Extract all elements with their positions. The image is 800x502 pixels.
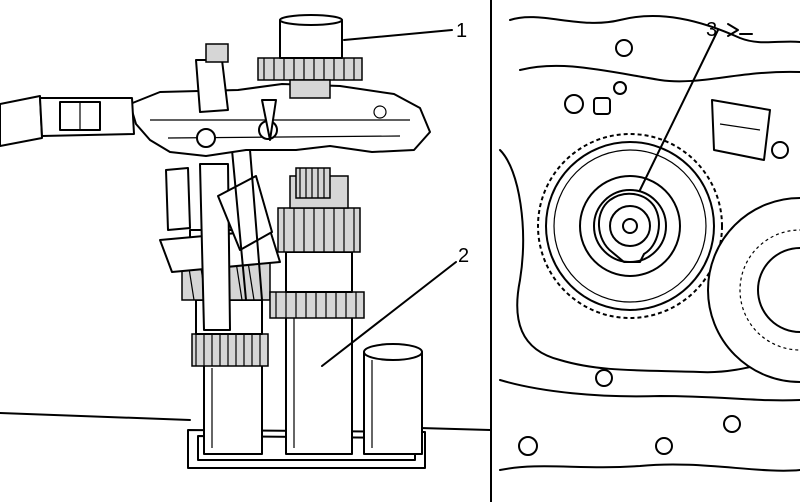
support-post-center [285,309,353,455]
case-bolt-holes [518,39,789,456]
clip-symbol-icon [727,23,753,37]
support-post-right [363,343,423,455]
shift-fork-assembly [159,149,281,331]
callout-2: 2 [458,245,469,267]
support-post-left [203,361,263,455]
snap-ring [597,192,660,263]
leader-line-3 [639,29,719,191]
right-view-case-gear: 3 [499,15,800,472]
leader-line-2 [321,261,457,367]
center-shaft-gear-stack [269,167,365,319]
callout-1: 1 [456,20,467,42]
output-gear [537,133,723,319]
case-outline-top [509,15,800,44]
leader-line-1 [343,29,453,41]
top-drive-gear [257,14,363,99]
housing-plate [129,43,431,157]
adjacent-gear-partial [707,197,800,383]
callout-3: 3 [706,19,717,41]
left-view-shaft-assembly: 1 2 [0,14,491,469]
holding-tool-handle [0,95,135,147]
